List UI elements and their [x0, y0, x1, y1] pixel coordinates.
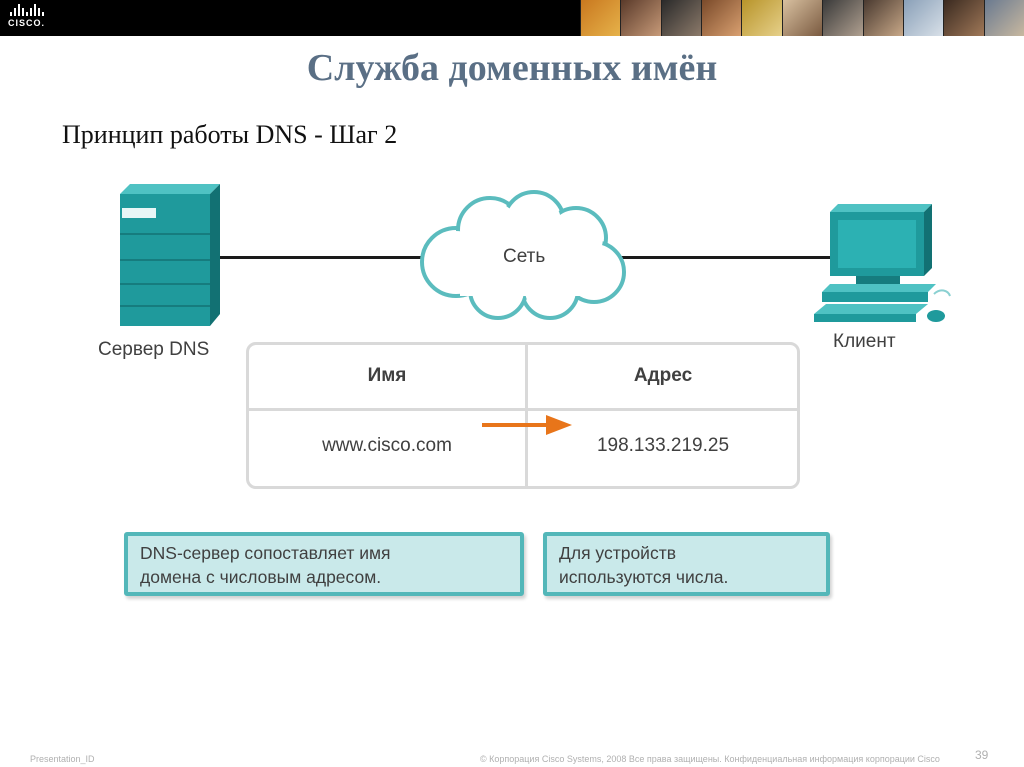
slide-title: Служба доменных имён: [306, 47, 718, 89]
footer-copyright: © Корпорация Cisco Systems, 2008 Все пра…: [480, 754, 940, 764]
callout-2-line-1: Для устройств: [559, 543, 677, 563]
callout-2-line-2: используются числа.: [559, 567, 729, 587]
network-label: Сеть: [503, 246, 546, 267]
photo-strip: [580, 0, 1024, 36]
client-label: Клиент: [833, 331, 896, 352]
table-cell-name: www.cisco.com: [322, 435, 452, 456]
server-label: Сервер DNS: [98, 339, 210, 360]
table-header-name: Имя: [367, 365, 407, 386]
footer-presentation-id: Presentation_ID: [30, 754, 95, 764]
arrow-right-icon: [482, 415, 572, 435]
cisco-logo: CISCO.: [8, 4, 58, 32]
top-banner: CISCO.: [0, 0, 1024, 36]
cisco-logo-bars-icon: [10, 4, 58, 16]
slide-subtitle: Принцип работы DNS - Шаг 2: [62, 120, 398, 149]
dns-mapping-table: Имя Адрес www.cisco.com 198.133.219.25: [246, 342, 800, 489]
callout-1-line-2: домена с числовым адресом.: [140, 567, 382, 587]
client-computer-icon: [814, 204, 951, 322]
callout-dns-server: DNS-сервер сопоставляет имя домена с чис…: [124, 532, 524, 596]
page-number: 39: [975, 748, 989, 762]
table-column-divider: [525, 345, 528, 486]
network-client-link: [615, 256, 830, 259]
cisco-logo-text: CISCO.: [8, 18, 46, 28]
server-network-link: [218, 256, 428, 259]
callout-1-line-1: DNS-сервер сопоставляет имя: [140, 543, 391, 563]
callout-devices: Для устройств используются числа.: [543, 532, 830, 596]
table-cell-address: 198.133.219.25: [596, 435, 730, 456]
dns-server-icon: [120, 184, 220, 326]
network-cloud-icon: [420, 190, 626, 320]
table-header-address: Адрес: [633, 365, 693, 386]
table-header-divider: [249, 408, 797, 411]
